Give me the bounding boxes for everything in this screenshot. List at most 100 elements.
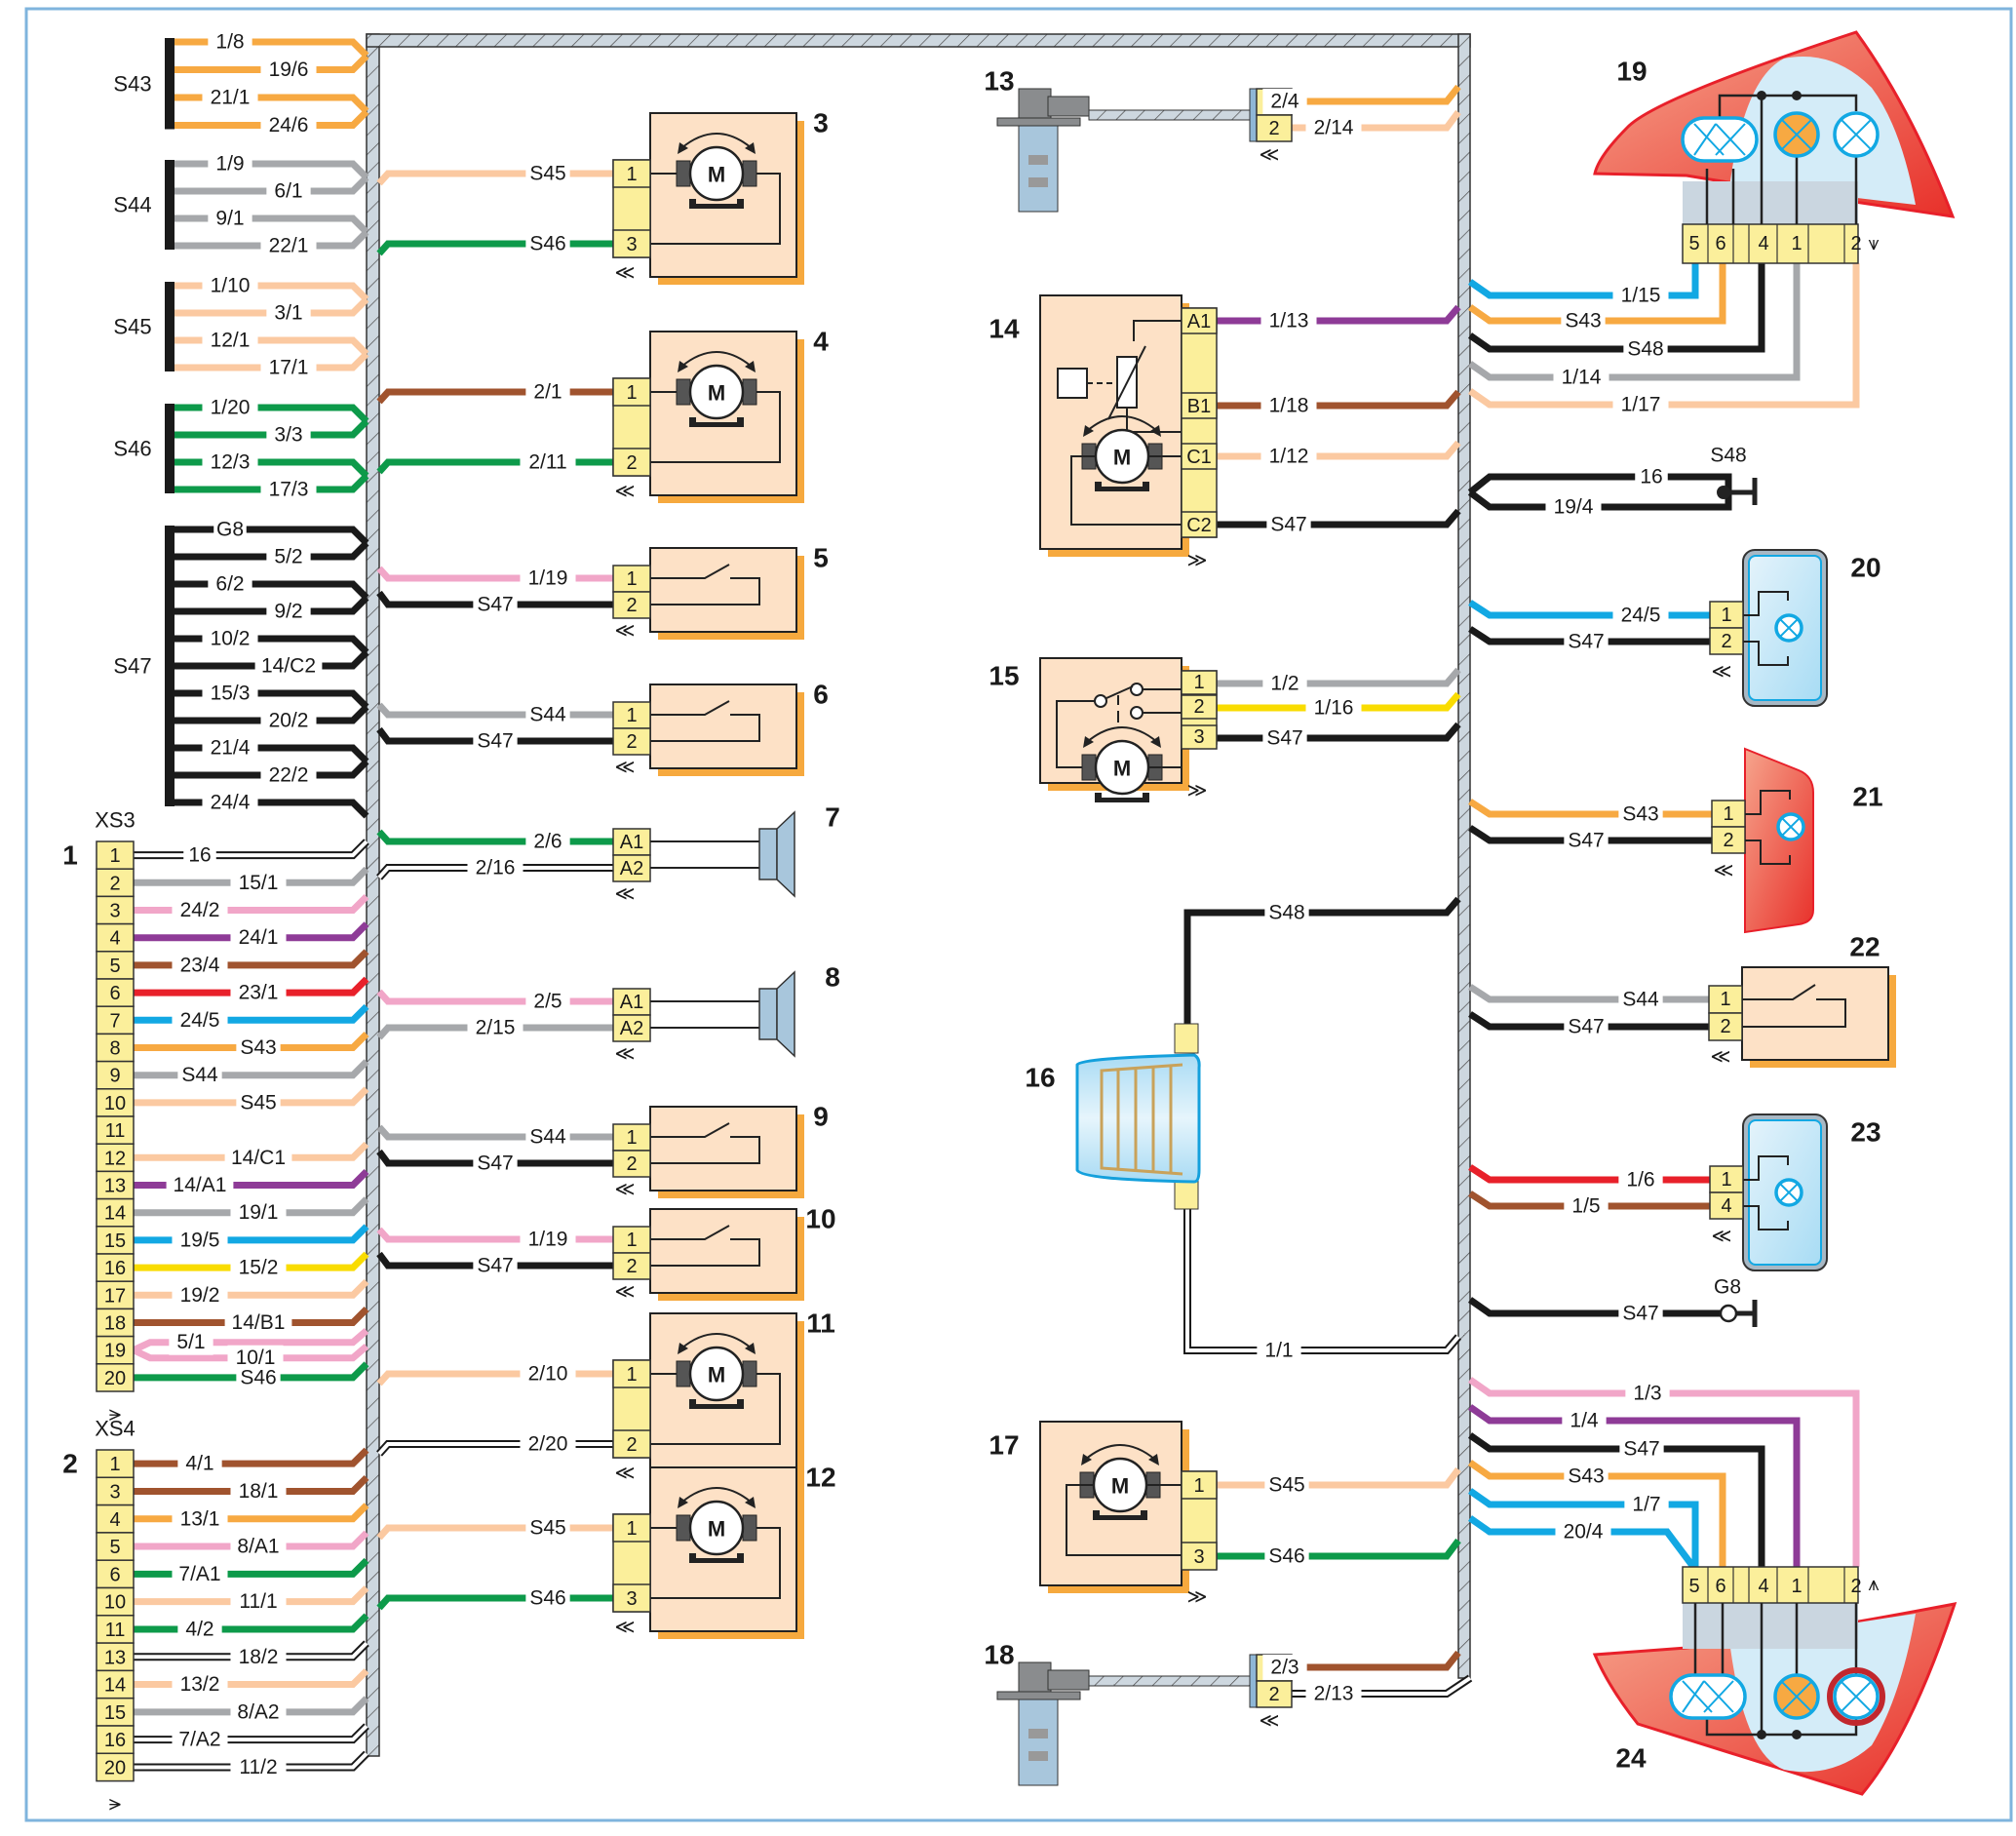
rotation-arrow-icon	[680, 1487, 753, 1504]
label-background	[520, 1227, 576, 1252]
component-number: 4	[813, 327, 829, 357]
wire-label: 1/19	[528, 1229, 568, 1251]
wire-label: S47	[1568, 631, 1604, 653]
pin-number: 15	[104, 1702, 126, 1724]
bus-bar-S46	[165, 404, 174, 493]
component-pin	[1181, 511, 1218, 538]
pin-number: 3	[626, 1588, 637, 1610]
pin-number: 1	[1193, 1475, 1204, 1497]
label-background	[1618, 1167, 1663, 1192]
motor-brush	[742, 1514, 757, 1542]
label-background	[202, 681, 258, 706]
label-background	[260, 477, 317, 502]
harness-right	[1457, 33, 1471, 1679]
pin-number: 1	[1791, 233, 1802, 254]
wire-label: 2/4	[1270, 91, 1299, 113]
pin-number: 1	[1193, 672, 1204, 693]
component-wire	[1217, 722, 1461, 742]
connector-pin	[96, 1335, 135, 1365]
component-wire	[376, 702, 613, 719]
component-wire	[1468, 799, 1712, 818]
pin-number: A1	[620, 832, 643, 853]
component-number: 3	[813, 108, 829, 138]
motor-letter: M	[708, 1363, 725, 1387]
wire-label: 14/C1	[231, 1147, 286, 1169]
component-14	[1039, 294, 1182, 550]
circuit-line	[650, 1373, 781, 1445]
connector-pin	[96, 1449, 135, 1479]
component-number: 13	[984, 66, 1014, 97]
component-wire	[376, 566, 613, 582]
motor-letter: M	[708, 163, 725, 187]
wire-label: 1/17	[1621, 394, 1661, 416]
connector-pin	[96, 1088, 135, 1117]
wire-label: 1/6	[1626, 1169, 1654, 1191]
wire-label: 22/1	[269, 235, 309, 257]
bus-wire	[174, 351, 369, 371]
pin-number: 19	[104, 1341, 126, 1362]
circuit-line	[1070, 455, 1182, 526]
component-wire	[1183, 896, 1461, 1024]
circuit-line	[650, 1527, 781, 1599]
label-background	[1264, 900, 1309, 925]
bus-name: S43	[113, 71, 151, 96]
pin-number: 5	[1688, 233, 1699, 254]
component-number: 24	[1615, 1743, 1647, 1774]
bus-wire	[174, 54, 369, 73]
wire-label: 13/2	[180, 1673, 220, 1696]
pin-number: 13	[104, 1647, 126, 1668]
connector-wire	[134, 1557, 369, 1578]
potentiometer-arrow	[1107, 345, 1146, 420]
wire-label: 19/4	[1554, 496, 1594, 519]
wire-label: S45	[529, 1517, 565, 1540]
pin-number: 1	[626, 1364, 637, 1386]
pin-number: 2	[626, 1256, 637, 1277]
pin-number: 20	[104, 1757, 126, 1778]
motor-base-icon	[689, 417, 744, 427]
label-background	[1612, 392, 1669, 417]
pin-number: 18	[104, 1313, 126, 1335]
label-background	[473, 1151, 518, 1176]
connector-lock-icon: ≪	[1712, 1226, 1732, 1247]
circuit-line	[1745, 790, 1791, 865]
connector-wire	[134, 1474, 369, 1495]
connector-wire	[134, 866, 369, 886]
connector-pin	[96, 868, 135, 898]
wire-label: 12/3	[211, 451, 251, 474]
circuit-line	[650, 1000, 759, 1029]
component-wire	[1468, 1164, 1710, 1184]
pin-number: A1	[1187, 311, 1211, 332]
wire-label: 14/C2	[261, 655, 316, 678]
pin-number: 6	[109, 983, 120, 1004]
component-pin	[612, 377, 651, 407]
pin-number: 10	[104, 1093, 126, 1114]
wire-label: 15/3	[211, 683, 251, 705]
label-background	[230, 1255, 287, 1281]
component-wire	[376, 1124, 613, 1141]
label-background	[1612, 283, 1669, 308]
pin-number: 1	[626, 1518, 637, 1540]
connector-pin	[96, 1280, 135, 1310]
speaker-cone-icon	[776, 810, 795, 898]
label-background	[1553, 365, 1609, 390]
label-background	[230, 1699, 287, 1725]
label-background	[260, 355, 317, 380]
circuit-line	[1066, 1484, 1182, 1556]
wire-label: 15/1	[239, 872, 279, 894]
label-background	[1564, 1464, 1609, 1489]
pin-number: B1	[1187, 396, 1211, 417]
pin-number: 20	[104, 1368, 126, 1389]
component-wire	[376, 240, 613, 256]
wire-label: S47	[477, 1255, 513, 1277]
wire-label: 2/15	[476, 1017, 516, 1039]
wire-label: 2/6	[533, 831, 562, 853]
lamp-filament	[1780, 118, 1813, 151]
component-22	[1741, 966, 1889, 1061]
component-wire	[376, 388, 613, 405]
lamp-filament	[1779, 1183, 1799, 1202]
sensor-plug	[1047, 1669, 1090, 1691]
dual-filament-lamp-icon	[1669, 1673, 1747, 1720]
connector-lock-icon: ≪	[615, 262, 636, 284]
connector-lock-icon: ≫	[1187, 550, 1208, 571]
component-wire	[1185, 1207, 1460, 1352]
